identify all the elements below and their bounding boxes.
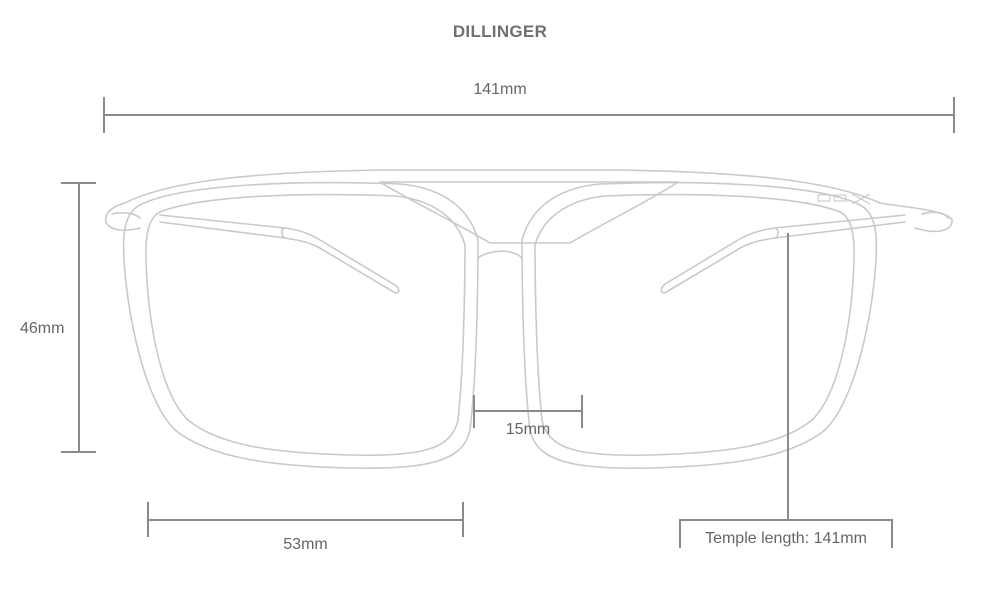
glasses-frame <box>104 169 953 470</box>
left-lens-rim <box>122 181 479 470</box>
temple-length-label: Temple length: 141mm <box>705 530 867 547</box>
lens-width-label: 53mm <box>283 536 328 553</box>
lens-height-dimension-line <box>61 182 96 453</box>
overall-width-dimension-line <box>103 97 955 133</box>
lens-width-dimension-line <box>147 502 464 537</box>
right-temple-arm <box>660 214 906 294</box>
left-temple-arm <box>159 214 400 294</box>
lens-height-label: 46mm <box>20 320 65 337</box>
temple-length-callout-line <box>679 233 893 548</box>
left-lens-inner-rim <box>145 193 466 457</box>
product-title: DILLINGER <box>452 22 548 41</box>
brand-logo-icon <box>817 193 871 205</box>
right-lens-rim <box>521 181 878 470</box>
overall-width-label: 141mm <box>473 81 527 98</box>
right-lens-inner-rim <box>534 193 855 457</box>
bridge-width-dimension-line <box>473 395 583 428</box>
bridge-width-label: 15mm <box>505 421 551 438</box>
